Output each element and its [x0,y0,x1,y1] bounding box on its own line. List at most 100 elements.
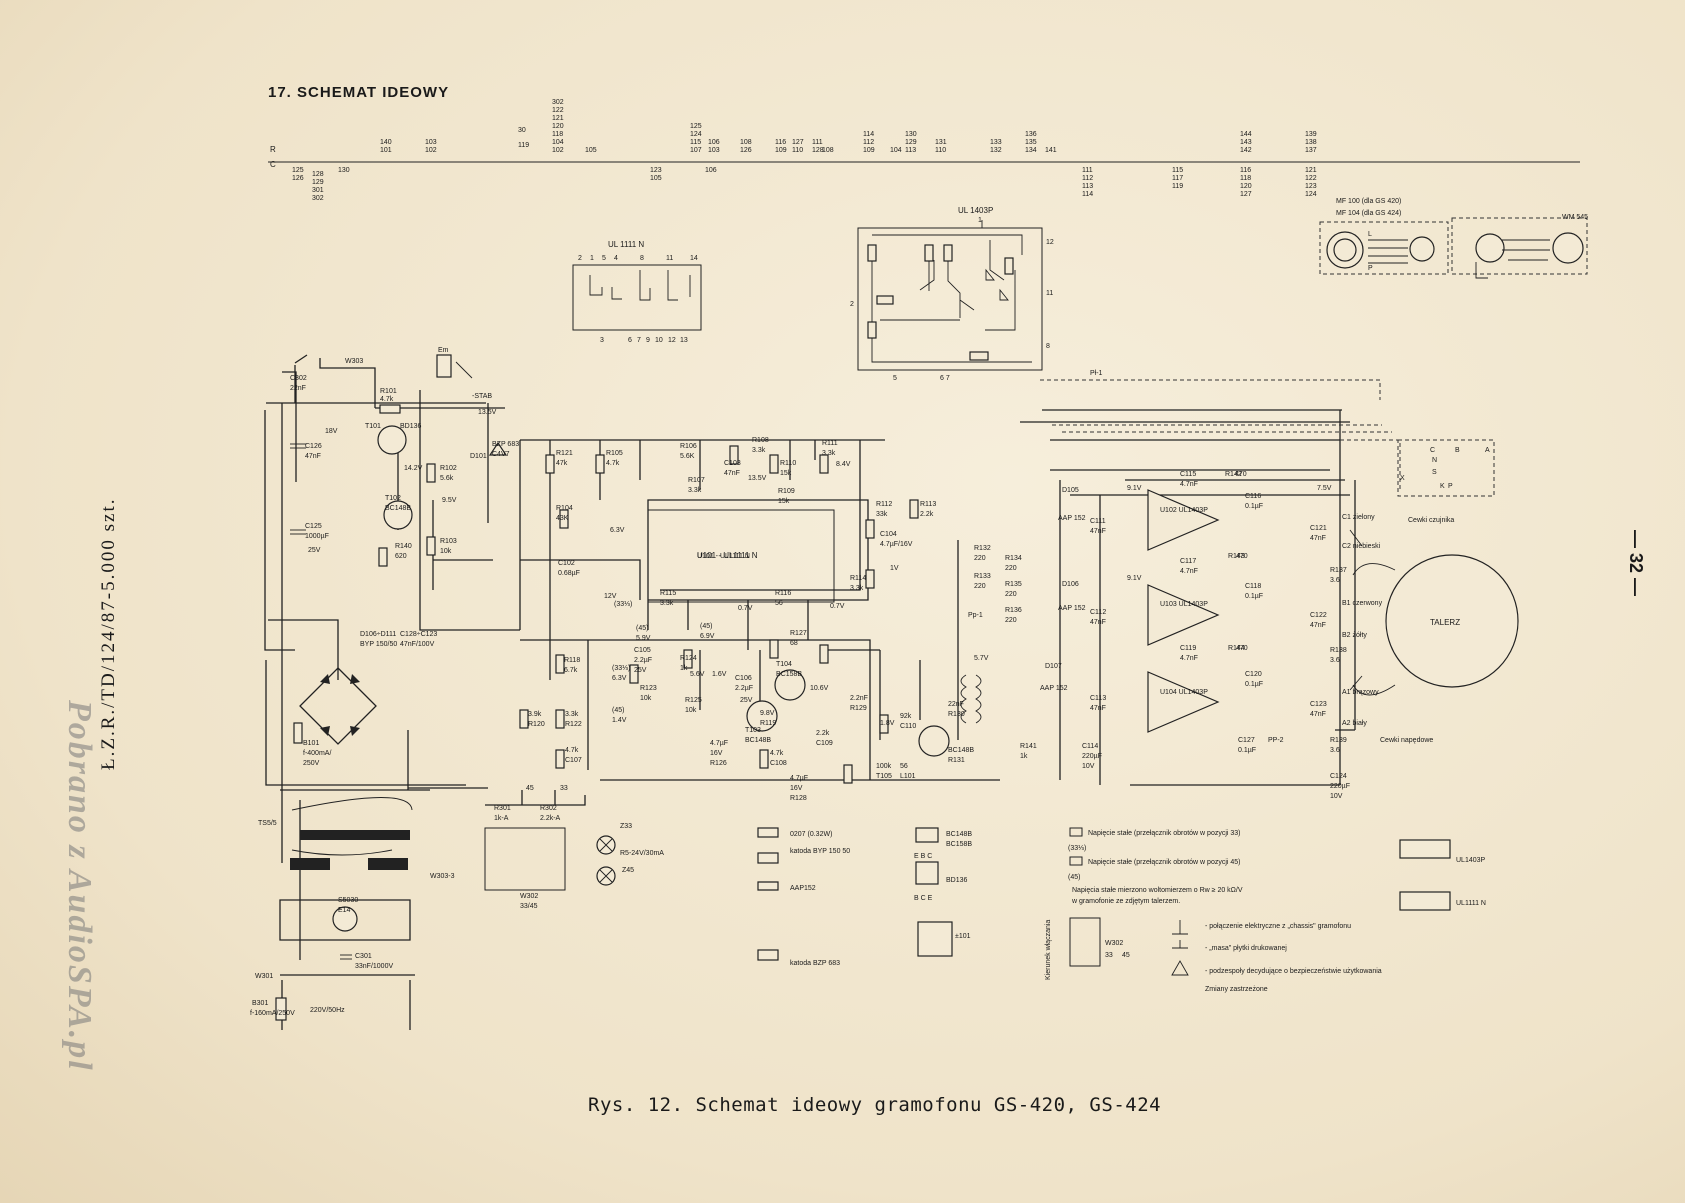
amp-label: 4.7nF [1180,481,1198,488]
svg-text:6 7: 6 7 [940,375,950,382]
amp-label: R139 [1330,737,1347,744]
resistor [843,764,853,784]
control-label: T105 [876,773,892,780]
control-label: 43K [556,515,569,522]
ruler-number: 105 [585,147,597,154]
resistor [865,569,875,589]
power-label: BZP 683 [492,441,519,448]
amp-label: AAP 152 [1058,515,1086,522]
ruler-number: 130 [338,167,350,174]
ruler-number: 119 [1172,183,1183,190]
ruler-number: 302 [552,99,564,106]
control-label: (33⅓) [614,601,632,608]
control-label: 3.9k [528,711,542,718]
amp-label: C117 [1180,558,1196,565]
power-label: E14 [338,907,351,914]
ruler-number: 123 [1305,183,1317,190]
control-label: 2.2µF [735,685,753,692]
power-label: Z45 [622,867,634,874]
t101 [377,425,407,455]
control-label: 0.68µF [558,570,580,577]
power-label: C302 [290,375,307,382]
ruler-number: 122 [1305,175,1317,182]
amp-label: 220µF [1082,753,1102,760]
ruler-number: 115 [1172,167,1183,174]
ruler-number: 140 [380,139,392,146]
control-label: 4.7µF/16V [880,541,913,548]
power-label: TS5/5 [258,820,277,827]
ic-pin: 10 [655,337,663,344]
power-label: T102 [385,495,401,502]
ic-pin: 8 [640,255,644,262]
power-label: R302 [540,805,557,812]
ruler-number: 112 [1082,175,1093,182]
control-label: C102 [558,560,575,567]
ruler-number: 104 [890,147,902,154]
power-label: 14.2V [404,465,423,472]
amp-label: 220 [974,583,986,590]
platter [1385,554,1519,688]
ic-title: UL 1403P [958,206,993,215]
ic-title: UL 1111 N [608,240,644,249]
power-label: D101 [470,453,487,460]
control-label: 3.3k [752,447,766,454]
amp-label: 470 [1235,471,1247,478]
u103-label: U103 UL1403P [1160,601,1208,608]
svg-text:Napięcia stałe mierzono woltom: Napięcia stałe mierzono woltomierzem o R… [1072,887,1243,894]
control-label: 10k [640,695,652,702]
sensor-pin-label: P [1448,483,1453,490]
reference-ruler: R C 140101103102301193021221211201181041… [268,99,1580,202]
control-label: 100k [876,763,892,770]
svg-text:- „masa" płytki drukowanej: - „masa" płytki drukowanej [1205,945,1287,952]
ruler-number: 129 [905,139,917,146]
amp-label: PP-2 [1268,737,1284,744]
ruler-number: 135 [1025,139,1037,146]
control-label: 6.3V [610,527,625,534]
ruler-number: 104 [552,139,564,146]
ruler-number: 105 [650,175,662,182]
coil-label: A1 brązowy [1342,689,1379,696]
ic-pin: 7 [637,337,641,344]
amp-label: R141 [1020,743,1037,750]
ruler-number: 137 [1305,147,1317,154]
amp-label: 220 [1005,617,1017,624]
amp-label: 220µF [1330,783,1350,790]
control-label: 5.6K [680,453,695,460]
power-label: f-400mA/ [303,750,331,757]
svg-text:B C E: B C E [914,895,933,902]
power-label: W303-3 [430,873,455,880]
ruler-number: 129 [312,179,324,186]
control-label: 2.2k [920,511,934,518]
svg-text:katoda BZP 683: katoda BZP 683 [790,960,840,967]
amp-label: 47nF [1090,619,1106,626]
power-label: B301 [252,1000,268,1007]
ruler-number: 108 [822,147,834,154]
svg-text:Zmiany zastrzeżone: Zmiany zastrzeżone [1205,986,1268,993]
power-label: 33 [560,785,568,792]
power-label: R140 [395,543,412,550]
amp-label: D107 [1045,663,1062,670]
ruler-number: 114 [863,131,874,138]
power-label: 22nF [290,385,306,392]
control-label: 33k [876,511,888,518]
figure-caption: Rys. 12. Schemat ideowy gramofonu GS-420… [588,1094,1162,1116]
resistor [865,519,875,539]
ic-pin: 3 [600,337,604,344]
amp-label: C111 [1090,518,1106,525]
ruler-number: 118 [552,131,563,138]
control-label: C105 [634,647,651,654]
power-label: 18V [325,428,338,435]
sensor-pin-label: C [1430,447,1435,454]
svg-text:- podzespoły decydujące o bezp: - podzespoły decydujące o bezpieczeństwi… [1205,968,1382,975]
power-label: C125 [305,523,322,530]
control-label: C103 [724,460,741,467]
amp-u102 [1147,489,1220,551]
control-label: R131 [948,757,965,764]
control-label: 1.6V [712,671,727,678]
power-label: C126 [305,443,322,450]
amp-label: 47nF [1310,622,1326,629]
svg-text:L: L [1368,231,1372,238]
svg-text:11: 11 [1046,290,1053,297]
ic-pin: 4 [614,255,618,262]
